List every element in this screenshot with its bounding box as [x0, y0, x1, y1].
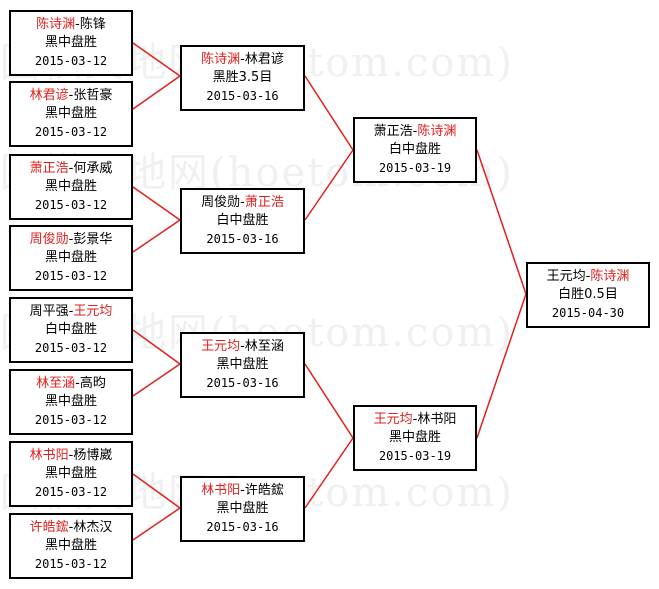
match-result: 黑中盘胜: [44, 466, 97, 481]
match-players: 周平强-王元均: [29, 304, 113, 319]
player-black: 林书阳: [201, 483, 241, 498]
bracket-connector: [476, 149, 527, 439]
match-players: 陈诗渊-林君谚: [201, 52, 284, 67]
player-white: 何承威: [73, 161, 113, 176]
match-result: 黑中盘胜: [44, 250, 97, 265]
round2-match-box: 陈诗渊-林君谚 黑胜3.5目 2015-03-16: [180, 45, 305, 111]
final-match-box: 王元均-陈诗渊 白胜0.5目 2015-04-30: [526, 262, 650, 328]
player-white: 林至涵: [244, 339, 284, 354]
player-white: 林书阳: [417, 412, 457, 427]
match-date: 2015-03-12: [34, 485, 108, 499]
bracket-connector: [132, 186, 182, 253]
player-black: 萧正浩: [29, 161, 69, 176]
match-players: 萧正浩-陈诗渊: [373, 124, 457, 139]
match-date: 2015-04-30: [551, 306, 625, 320]
match-result: 黑中盘胜: [216, 357, 269, 372]
player-black: 周俊勋: [29, 232, 69, 247]
bracket-connector: [304, 363, 354, 509]
player-white: 陈诗渊: [417, 124, 457, 139]
match-date: 2015-03-12: [34, 198, 108, 212]
player-white: 高昀: [79, 376, 106, 391]
round1-match-box: 林至涵-高昀 黑中盘胜 2015-03-12: [9, 369, 133, 435]
match-date: 2015-03-12: [34, 557, 108, 571]
match-players: 周俊勋-彭景华: [29, 232, 113, 247]
match-date: 2015-03-16: [206, 520, 279, 534]
bracket-connector: [132, 329, 182, 397]
match-date: 2015-03-16: [206, 232, 279, 246]
player-black: 王元均: [373, 412, 413, 427]
match-players: 王元均-林至涵: [201, 339, 284, 354]
player-black: 林至涵: [36, 376, 76, 391]
match-players: 林君谚-张哲豪: [29, 88, 113, 103]
round2-match-box: 王元均-林至涵 黑中盘胜 2015-03-16: [180, 332, 305, 398]
match-date: 2015-03-12: [34, 413, 108, 427]
player-black: 林书阳: [29, 448, 69, 463]
player-white: 王元均: [73, 304, 113, 319]
match-result: 白中盘胜: [216, 213, 269, 228]
player-black: 萧正浩: [373, 124, 413, 139]
match-players: 王元均-陈诗渊: [546, 269, 630, 284]
match-result: 黑胜3.5目: [212, 70, 273, 85]
bracket-connector: [304, 75, 354, 221]
round1-match-box: 萧正浩-何承威 黑中盘胜 2015-03-12: [9, 154, 133, 220]
match-players: 林书阳-许皓鋐: [201, 483, 284, 498]
player-white: 彭景华: [73, 232, 113, 247]
player-black: 林君谚: [29, 88, 69, 103]
match-date: 2015-03-12: [34, 125, 108, 139]
player-white: 萧正浩: [244, 195, 284, 210]
match-result: 黑中盘胜: [44, 538, 97, 553]
match-players: 陈诗渊-陈锋: [36, 17, 106, 32]
match-result: 黑中盘胜: [44, 179, 97, 194]
round2-match-box: 周俊勋-萧正浩 白中盘胜 2015-03-16: [180, 188, 305, 254]
player-white: 林杰汉: [73, 520, 113, 535]
match-result: 黑中盘胜: [44, 35, 97, 50]
match-result: 黑中盘胜: [44, 106, 97, 121]
player-black: 周平强: [29, 304, 69, 319]
player-white: 林君谚: [244, 52, 284, 67]
player-black: 周俊勋: [201, 195, 241, 210]
match-players: 许皓鋐-林杰汉: [29, 520, 113, 535]
round1-match-box: 陈诗渊-陈锋 黑中盘胜 2015-03-12: [9, 10, 133, 76]
match-date: 2015-03-16: [206, 89, 279, 103]
player-black: 许皓鋐: [29, 520, 69, 535]
bracket-connector: [132, 473, 182, 541]
match-players: 王元均-林书阳: [373, 412, 457, 427]
match-date: 2015-03-19: [378, 449, 452, 463]
round2-match-box: 林书阳-许皓鋐 黑中盘胜 2015-03-16: [180, 476, 305, 542]
match-players: 林书阳-杨博崴: [29, 448, 113, 463]
player-white: 陈锋: [79, 17, 106, 32]
match-date: 2015-03-12: [34, 54, 108, 68]
match-date: 2015-03-12: [34, 269, 108, 283]
match-date: 2015-03-16: [206, 376, 279, 390]
match-result: 白中盘胜: [44, 322, 97, 337]
match-result: 黑中盘胜: [44, 394, 97, 409]
semifinal-match-box: 萧正浩-陈诗渊 白中盘胜 2015-03-19: [353, 117, 477, 183]
match-result: 白胜0.5目: [558, 287, 618, 302]
player-black: 陈诗渊: [36, 17, 76, 32]
player-black: 陈诗渊: [201, 52, 241, 67]
round1-match-box: 许皓鋐-林杰汉 黑中盘胜 2015-03-12: [9, 513, 133, 579]
round1-match-box: 林君谚-张哲豪 黑中盘胜 2015-03-12: [9, 81, 133, 147]
player-black: 王元均: [201, 339, 241, 354]
match-result: 黑中盘胜: [388, 430, 441, 445]
player-white: 杨博崴: [73, 448, 113, 463]
match-players: 周俊勋-萧正浩: [201, 195, 284, 210]
player-white: 张哲豪: [73, 88, 113, 103]
match-result: 白中盘胜: [388, 142, 441, 157]
player-black: 王元均: [546, 269, 586, 284]
round1-match-box: 林书阳-杨博崴 黑中盘胜 2015-03-12: [9, 441, 133, 507]
player-white: 许皓鋐: [244, 483, 284, 498]
round1-match-box: 周平强-王元均 白中盘胜 2015-03-12: [9, 297, 133, 363]
round1-match-box: 周俊勋-彭景华 黑中盘胜 2015-03-12: [9, 225, 133, 291]
match-players: 萧正浩-何承威: [29, 161, 113, 176]
match-players: 林至涵-高昀: [36, 376, 106, 391]
match-date: 2015-03-19: [378, 161, 452, 175]
player-white: 陈诗渊: [590, 269, 630, 284]
match-result: 黑中盘胜: [216, 501, 269, 516]
match-date: 2015-03-12: [34, 341, 108, 355]
bracket-connector: [132, 42, 182, 110]
semifinal-match-box: 王元均-林书阳 黑中盘胜 2015-03-19: [353, 405, 477, 471]
